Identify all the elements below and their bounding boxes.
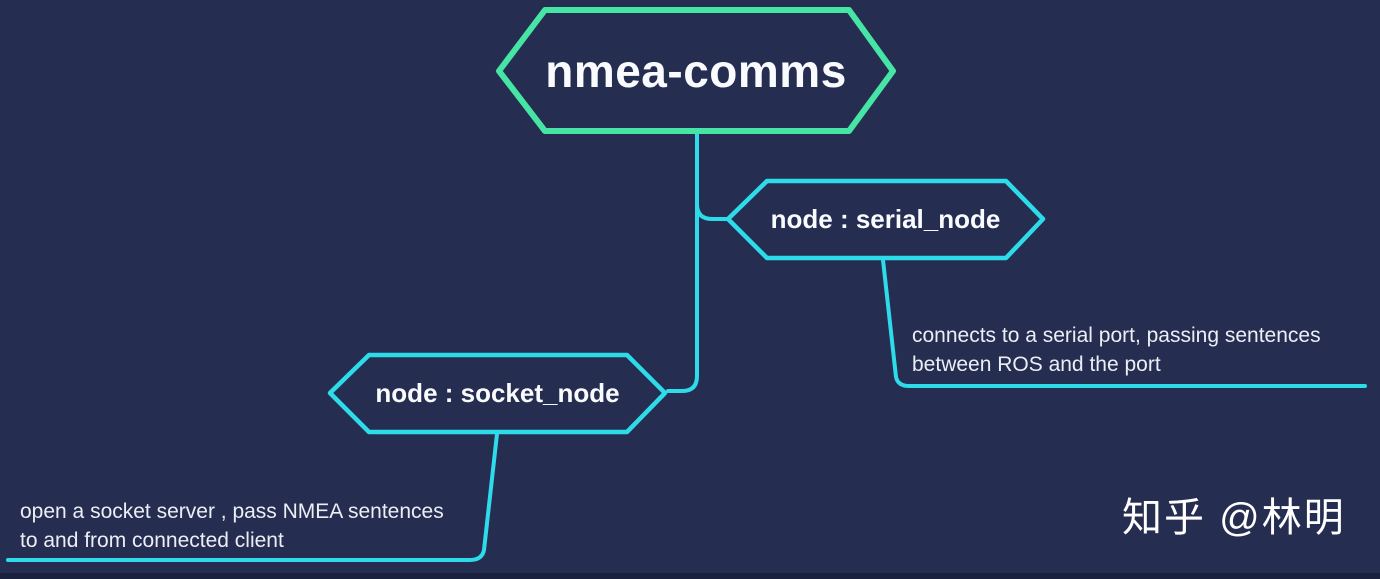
socket-node-note[interactable]: open a socket server , pass NMEA sentenc… [20,497,444,555]
connector-root-to-socket [666,131,699,393]
connector-root-to-serial [695,202,729,221]
serial-note-line-1: connects to a serial port, passing sente… [912,324,1321,347]
root-node-label[interactable]: nmea-comms [545,44,847,97]
serial-node-label[interactable]: node : serial_node [770,204,1001,234]
connector-serial-to-note [881,258,1367,388]
bottom-edge-shade [0,573,1380,579]
socket-note-line-1: open a socket server , pass NMEA sentenc… [20,500,444,523]
watermark-zhihu: 知乎 @林明 [1122,496,1346,540]
root-node-hexagon[interactable] [496,7,896,134]
socket-node-label[interactable]: node : socket_node [375,378,620,408]
socket-note-line-2: to and from connected client [20,529,284,552]
serial-note-line-2: between ROS and the port [912,353,1161,376]
serial-node-note[interactable]: connects to a serial port, passing sente… [912,321,1321,379]
connector-socket-to-note [6,432,499,562]
serial-node-hexagon[interactable] [725,178,1046,261]
socket-node-hexagon[interactable] [327,352,668,435]
